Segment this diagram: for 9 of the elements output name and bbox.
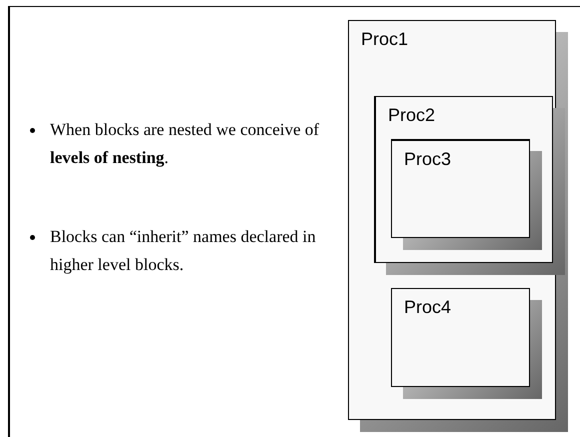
bullet-text: When blocks are nested we conceive of levels of nesting. bbox=[50, 120, 320, 167]
procedure-block bbox=[391, 288, 530, 387]
block-label: Proc4 bbox=[404, 297, 452, 318]
block-label: Proc1 bbox=[361, 29, 408, 50]
procedure-block bbox=[391, 139, 530, 238]
block-label: Proc2 bbox=[388, 105, 436, 126]
bullet-text: Blocks can “inherit” names declared in higher level blocks. bbox=[50, 227, 316, 274]
block-label: Proc3 bbox=[404, 149, 452, 170]
procedure-block bbox=[374, 96, 553, 263]
